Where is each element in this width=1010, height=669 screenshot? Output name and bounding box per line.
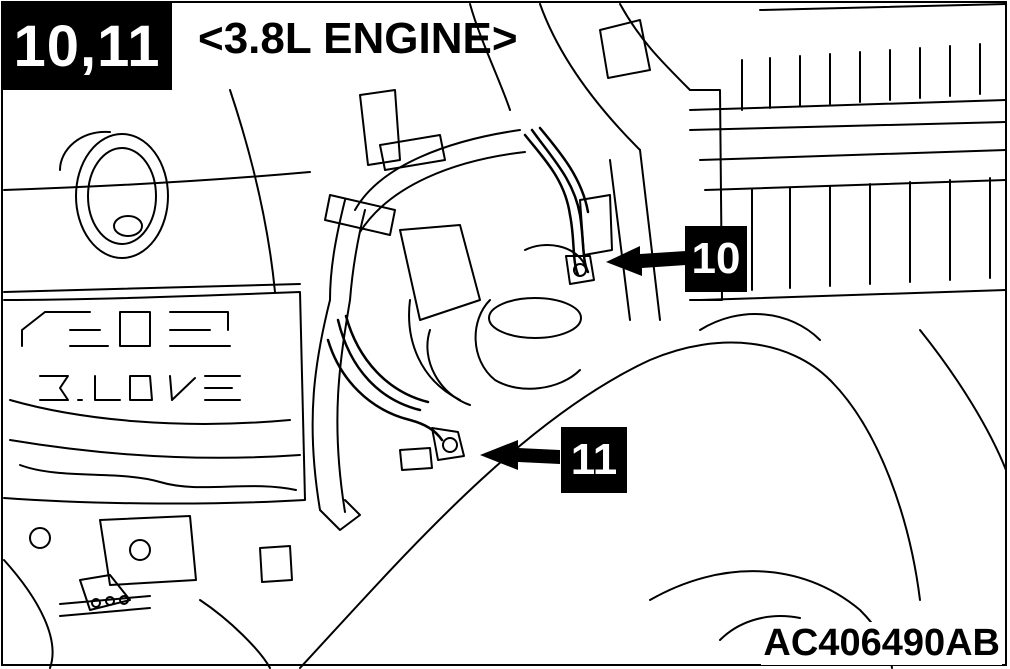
ground-bolt-11 (399, 427, 465, 471)
engine-cover-lettering (21, 311, 241, 401)
step-number-badge: 10,11 (2, 2, 172, 90)
figure-code: AC406490AB (761, 622, 1002, 665)
arrow-11 (480, 440, 560, 470)
ground-bolt-10 (565, 255, 595, 285)
engine-variant-title: <3.8L ENGINE> (198, 14, 518, 63)
intake-manifold (619, 3, 1007, 471)
oil-filler-cap (59, 130, 169, 259)
engine-cover (3, 89, 311, 505)
callout-11-label: 11 (561, 427, 627, 493)
lower-brackets (3, 515, 293, 669)
throttle-body (399, 224, 586, 406)
wiring-harness (326, 126, 590, 442)
coolant-hoses (311, 89, 526, 531)
upper-components (469, 3, 661, 321)
callout-arrows (480, 246, 686, 470)
callout-10-label: 10 (685, 226, 747, 292)
arrow-10 (606, 246, 686, 276)
